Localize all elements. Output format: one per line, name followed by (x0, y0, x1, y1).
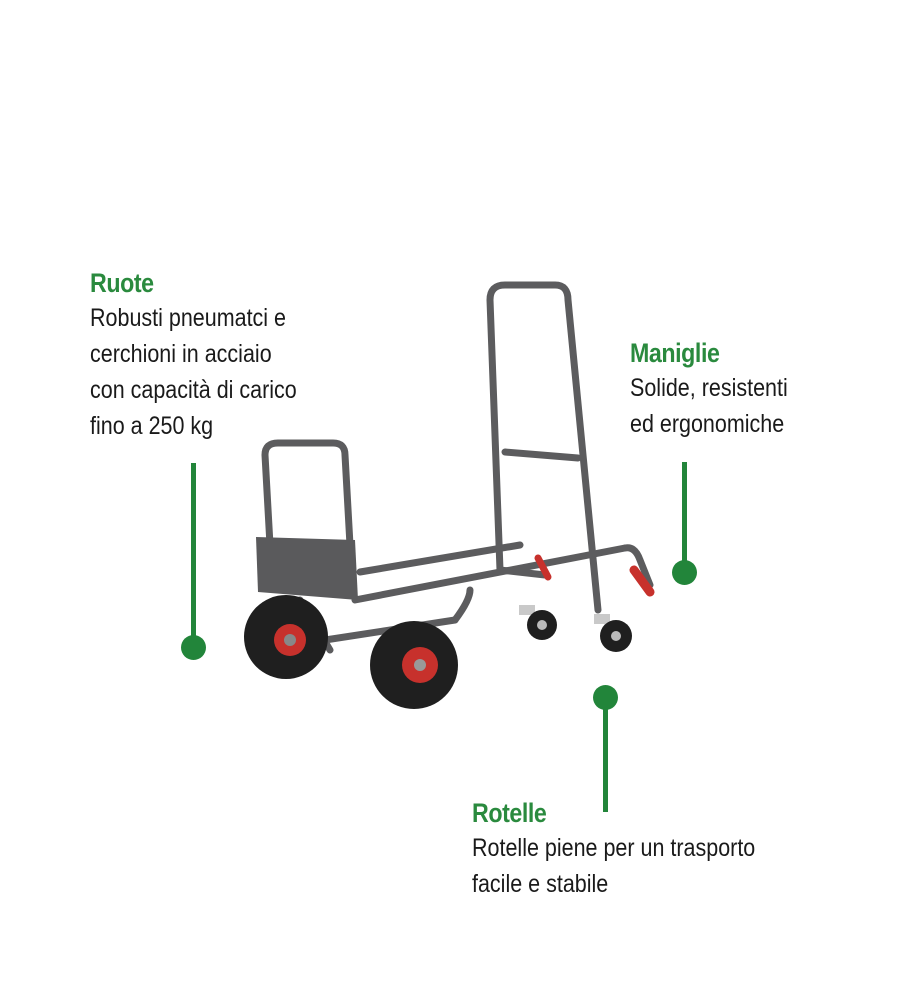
callout-title: Maniglie (630, 338, 720, 368)
callout-text-line: Robusti pneumatci e (90, 304, 286, 332)
callout-text-line: Rotelle piene per un trasporto (472, 834, 756, 862)
hand-truck-image (244, 281, 655, 709)
callout-title: Ruote (90, 268, 154, 298)
callout-rotelle: Rotelle Rotelle piene per un trasporto f… (472, 796, 801, 902)
callout-ruote: Ruote Robusti pneumatci e cerchioni in a… (90, 266, 330, 444)
callout-text-line: cerchioni in acciaio (90, 340, 272, 368)
pointer-dot-icon (181, 635, 206, 660)
pointer-line (603, 700, 608, 812)
callout-text-line: ed ergonomiche (630, 410, 785, 438)
pointer-line (682, 462, 687, 567)
callout-title: Rotelle (472, 798, 547, 828)
pointer-line (191, 463, 196, 643)
callout-text-line: Solide, resistenti (630, 374, 788, 402)
callout-text-line: facile e stabile (472, 870, 609, 898)
callout-text-line: con capacità di carico (90, 376, 297, 404)
callout-text-line: fino a 250 kg (90, 412, 214, 440)
callout-maniglie: Maniglie Solide, resistenti ed ergonomic… (630, 336, 813, 442)
pointer-dot-icon (672, 560, 697, 585)
